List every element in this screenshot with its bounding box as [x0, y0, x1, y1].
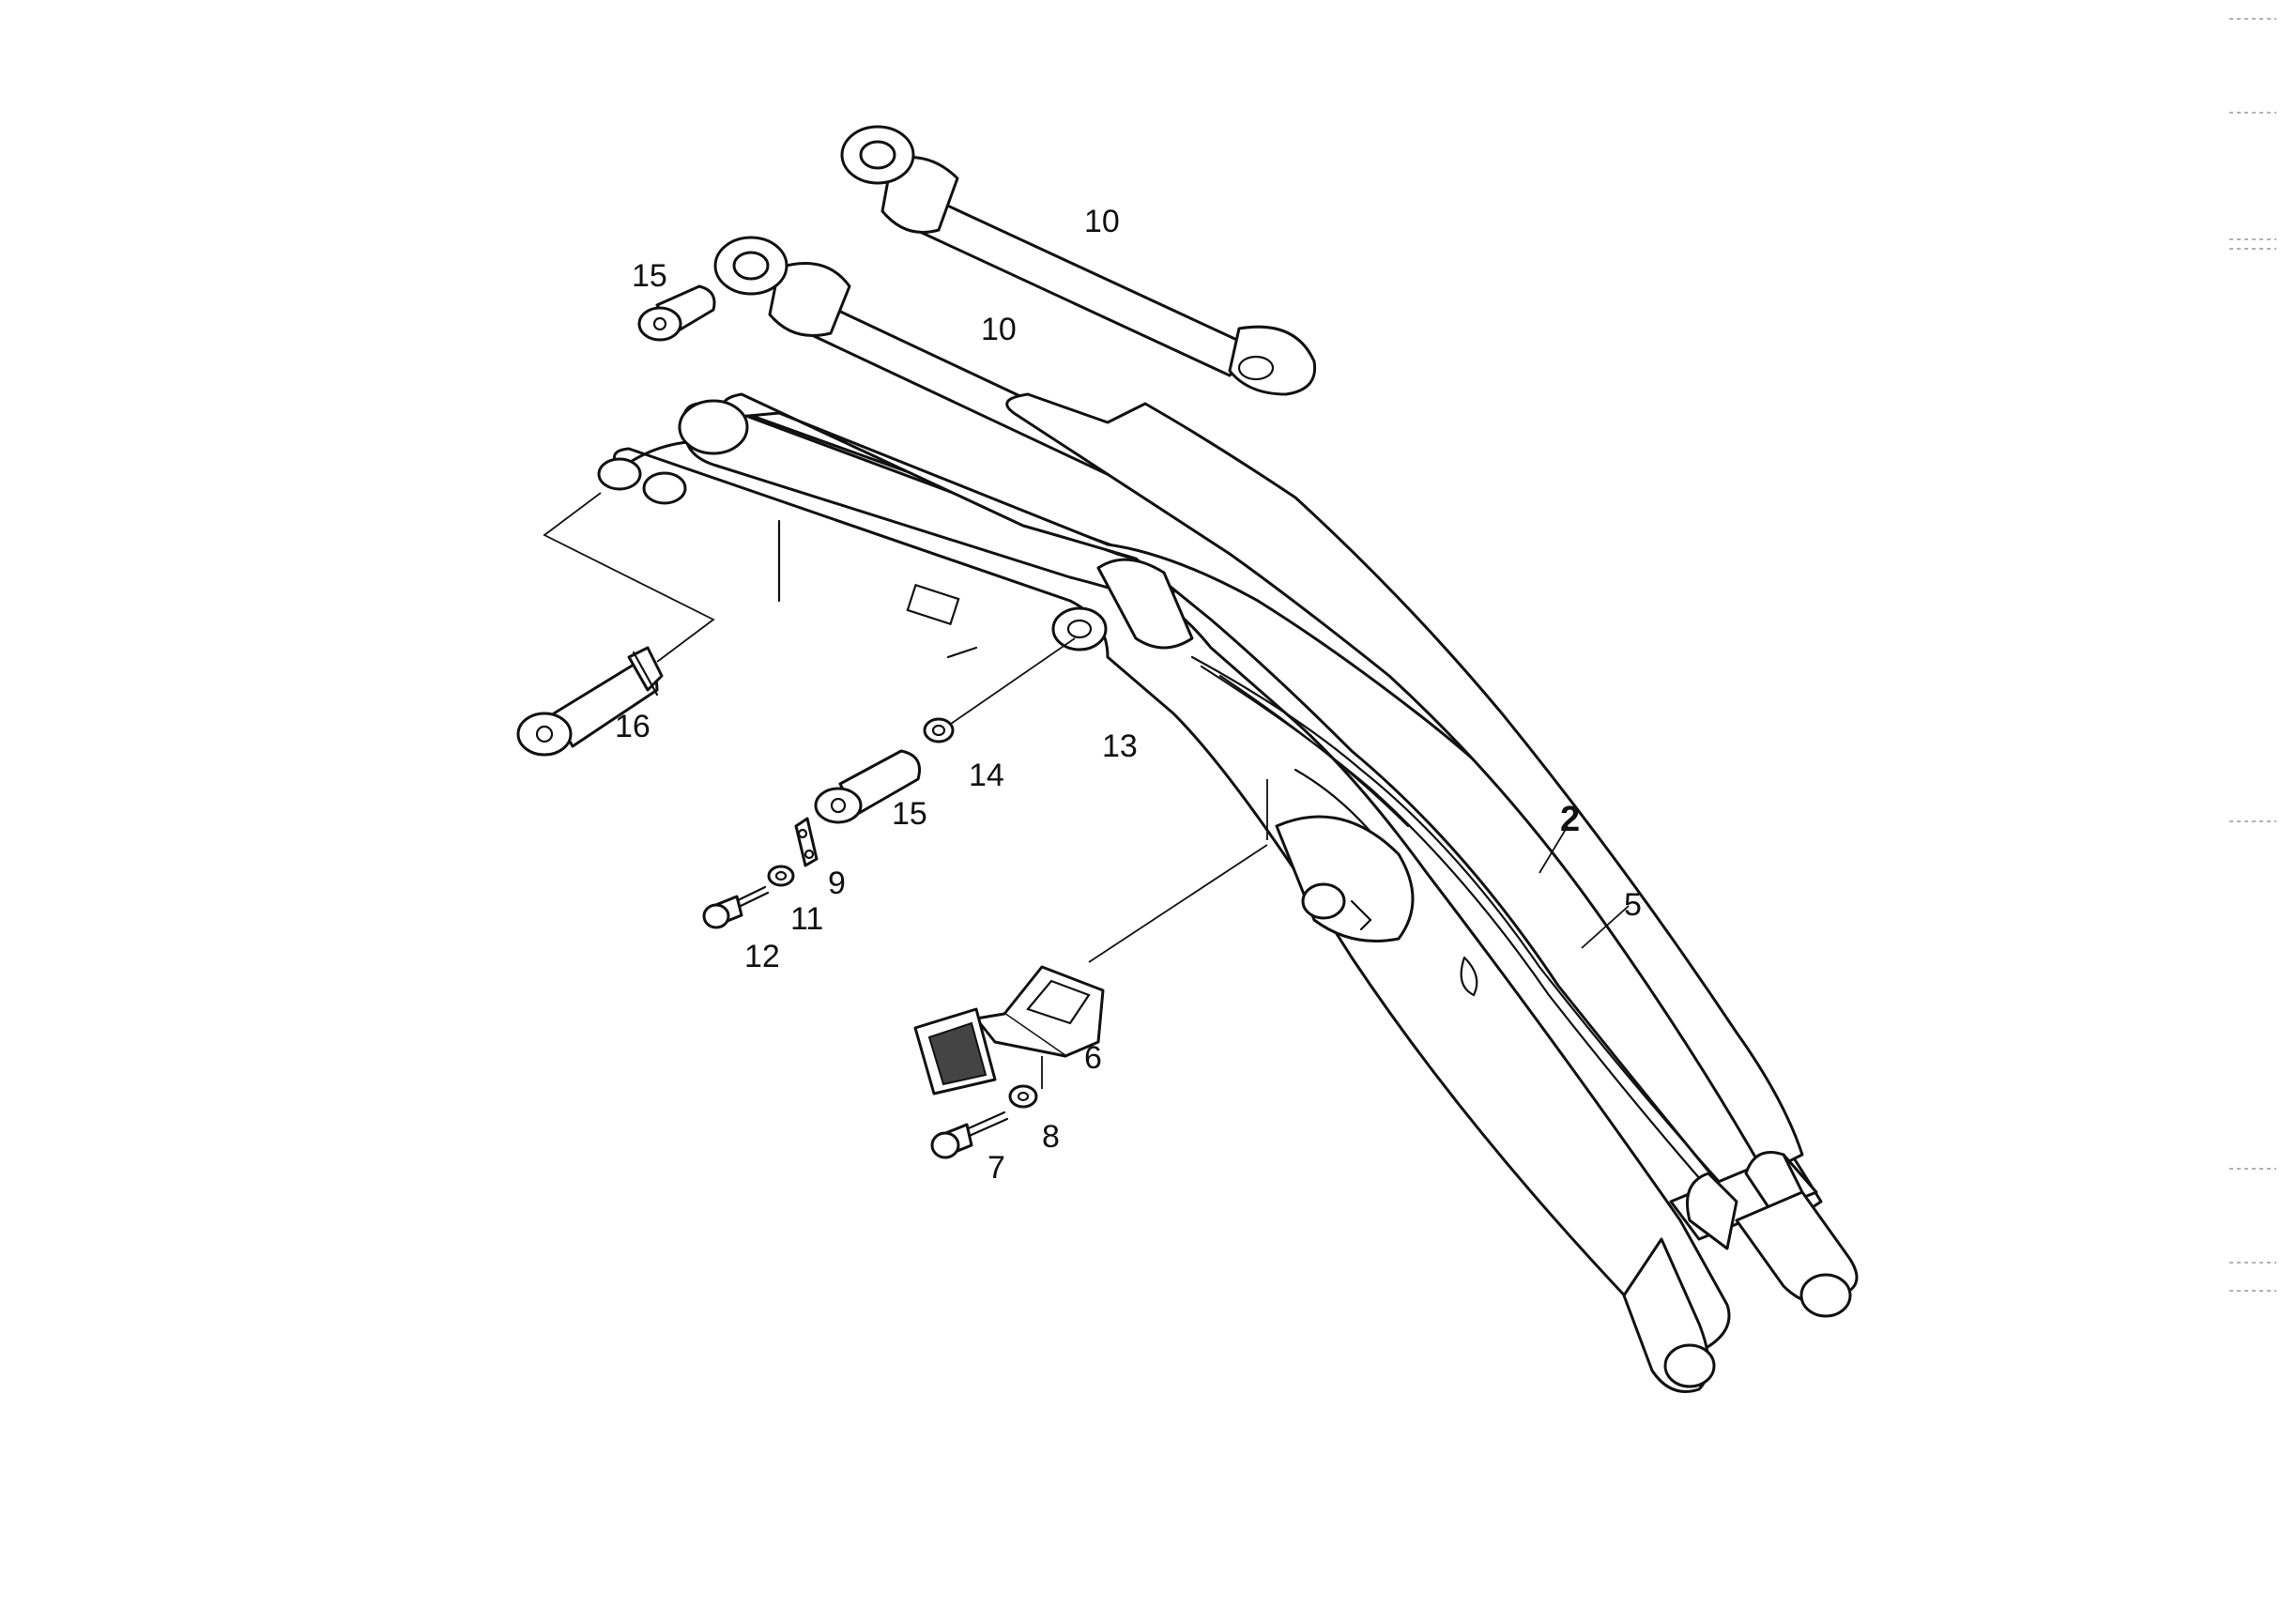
callout-arm: 2	[1560, 800, 1580, 839]
callout-step: 6	[1084, 1040, 1102, 1076]
callout-step-washer: 8	[1042, 1119, 1060, 1155]
callout-step-bolt: 7	[987, 1150, 1005, 1186]
callout-cylinder-lower: 10	[981, 312, 1017, 347]
bolt-small	[702, 885, 770, 929]
arm	[597, 392, 1823, 1241]
callout-pin-upper: 15	[632, 258, 667, 294]
callout-long-pin: 16	[615, 709, 651, 744]
callout-lock-plate: 9	[828, 866, 846, 901]
hose	[1190, 655, 1748, 1222]
washer	[923, 717, 955, 743]
assembly-line-step	[1088, 844, 1268, 963]
callout-hose: 5	[1624, 887, 1642, 923]
hydraulic-cylinder-upper	[840, 125, 1317, 396]
long-pin	[516, 646, 664, 757]
callout-lock-washer: 11	[790, 901, 823, 937]
arm-end-bracket	[1622, 1151, 1859, 1393]
lock-plate	[794, 817, 819, 867]
callout-washer: 14	[969, 758, 1004, 793]
lock-washer	[767, 865, 795, 887]
step-bolt	[930, 1111, 1009, 1159]
boom-lower-bracket	[1275, 815, 1478, 997]
callout-bolt-small: 12	[744, 939, 780, 974]
step-washer	[1008, 1084, 1038, 1109]
pin-upper	[637, 284, 716, 342]
margin-scan-marks	[2229, 18, 2276, 1292]
pin-lower	[814, 749, 921, 824]
assembly-line-pin-washer	[938, 637, 1076, 733]
step-bracket	[913, 965, 1105, 1095]
callout-boom: 13	[1102, 728, 1138, 764]
leader-hose	[1581, 905, 1630, 949]
leader-arm	[1539, 825, 1569, 874]
callout-cylinder-upper: 10	[1084, 204, 1120, 239]
assembly-line-long-pin	[543, 492, 715, 663]
callout-pin-lower: 15	[892, 796, 927, 832]
